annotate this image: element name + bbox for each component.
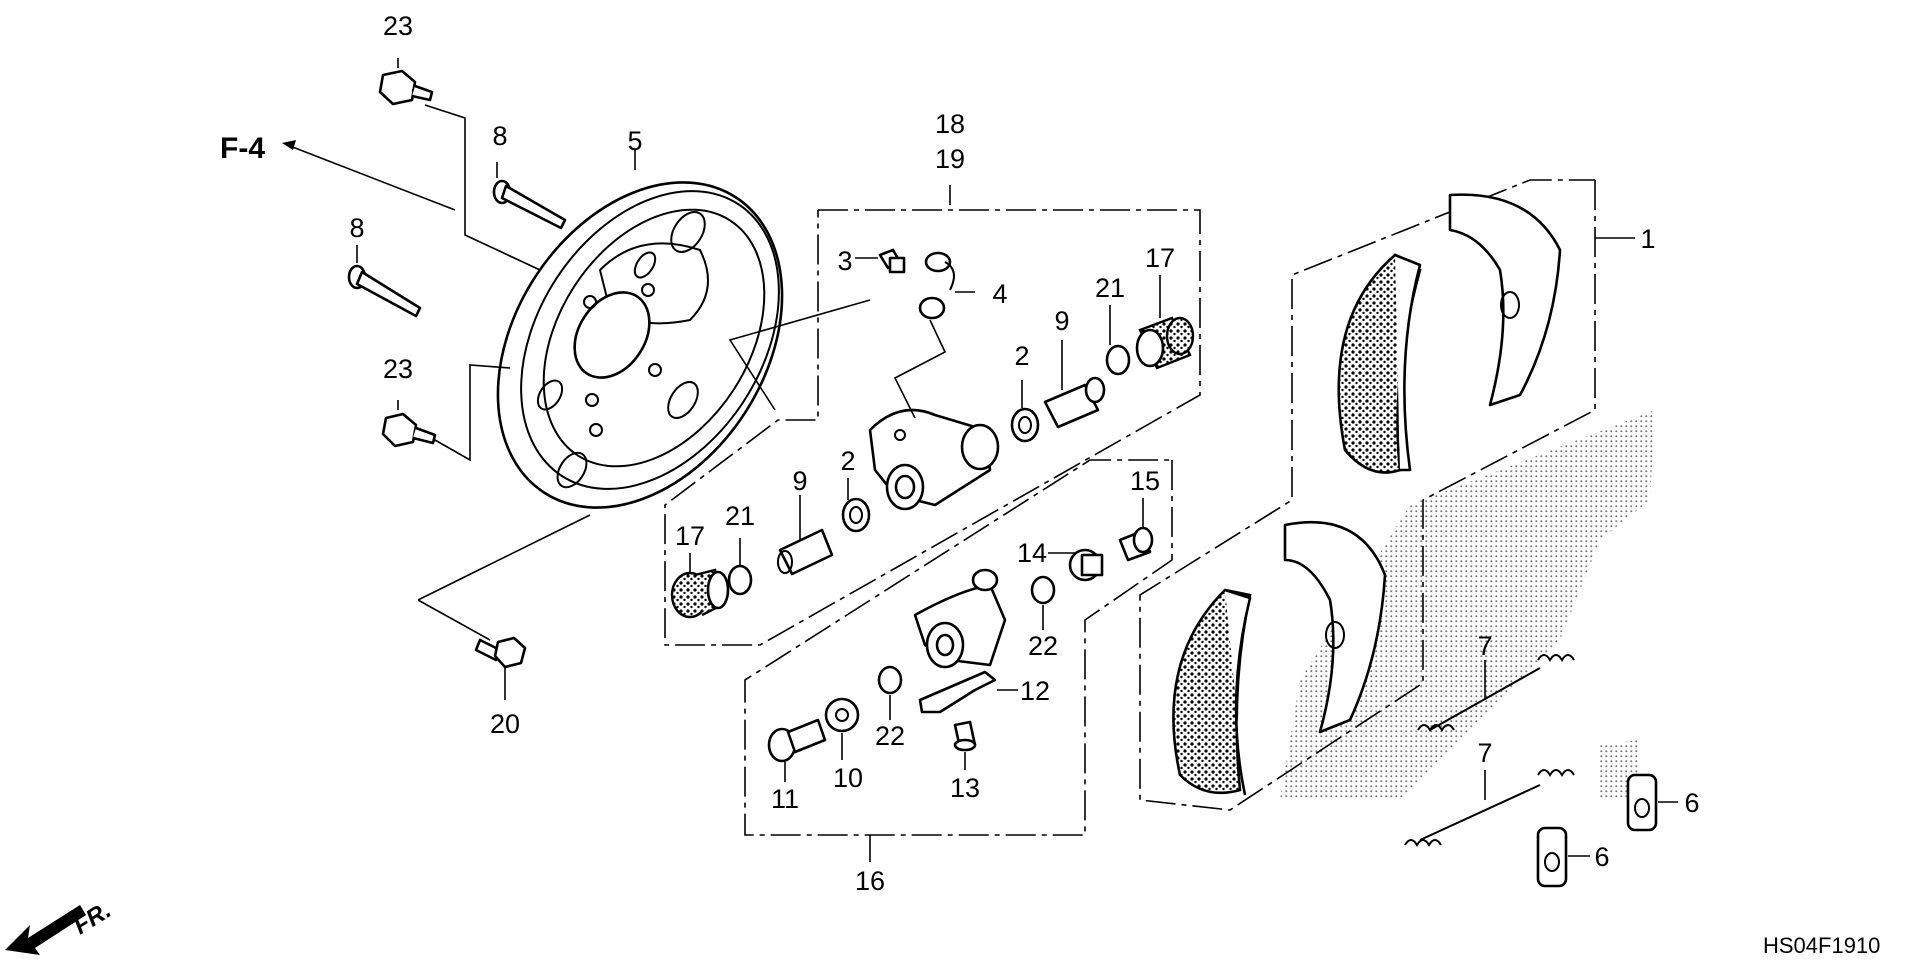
wheel-cylinder-upper: [868, 408, 1000, 511]
callout-13: 13: [950, 773, 980, 803]
callout-6-lower: 6: [1594, 842, 1609, 872]
callout-8-upper: 8: [492, 121, 507, 151]
callout-4: 4: [992, 279, 1007, 309]
callout-11: 11: [771, 784, 799, 814]
bracket-12: [918, 670, 997, 714]
cup-2-lower: [841, 497, 871, 533]
callout-10: 10: [833, 763, 863, 793]
washer-22-left: [877, 665, 903, 695]
brake-shoe-upper-right: [1448, 193, 1562, 407]
callout-6-right: 6: [1684, 788, 1699, 818]
diagram-code: HS04F1910: [1763, 933, 1880, 958]
brake-shoe-lower-right: [1283, 520, 1387, 734]
callout-23-upper: 23: [383, 11, 413, 41]
cup-2-upper: [1010, 407, 1040, 443]
callout-22-left: 22: [875, 721, 905, 751]
circlip-21-lower: [727, 564, 753, 596]
callout-7-upper: 7: [1477, 631, 1492, 661]
leader-lines: [356, 58, 1678, 862]
flange-bolt-23-lower: [381, 412, 437, 448]
nut-13: [953, 720, 977, 752]
brake-panel: [496, 181, 784, 509]
wheel-cylinder-box-upper: [664, 209, 1201, 646]
direction-label-fr: FR.: [69, 897, 116, 940]
callout-12: 12: [1020, 676, 1050, 706]
callout-20: 20: [490, 709, 520, 739]
f4-reference-arrow: [282, 140, 456, 211]
callout-22-right: 22: [1028, 631, 1058, 661]
front-direction-arrow: [5, 905, 86, 955]
anchor-pin-8-upper: [492, 179, 567, 230]
retainer-clip-6-lower: [1536, 826, 1568, 888]
callout-9-lower: 9: [792, 466, 807, 496]
callout-2-upper: 2: [1014, 341, 1029, 371]
boot-17-lower: [670, 568, 730, 619]
callout-8-lower: 8: [349, 213, 364, 243]
callout-21-lower: 21: [725, 501, 755, 531]
callout-7-lower: 7: [1477, 738, 1492, 768]
brake-shoe-box: [1139, 179, 1596, 811]
retainer-clip-6-right: [1626, 773, 1658, 832]
callout-2-lower: 2: [840, 446, 855, 476]
flange-bolt-23-upper: [378, 69, 434, 106]
adjuster-screw-15: [1118, 526, 1154, 562]
adjuster-bolt-14: [1068, 548, 1104, 582]
gear-10: [824, 697, 860, 733]
bleeder-cap-4: [918, 251, 955, 320]
circlip-21-upper: [1105, 344, 1131, 376]
screw-11: [767, 718, 827, 763]
callout-19: 19: [935, 144, 965, 174]
callout-5: 5: [627, 126, 642, 156]
return-spring-7-lower: [1404, 769, 1575, 847]
callout-1: 1: [1640, 224, 1655, 254]
bolt-20: [474, 636, 527, 669]
callout-15: 15: [1130, 466, 1160, 496]
boot-17-upper: [1135, 316, 1195, 370]
piston-9-lower: [777, 528, 834, 576]
wheel-cylinder-box-lower: [744, 459, 1173, 836]
callout-9-upper: 9: [1054, 306, 1069, 336]
ref-label-f4: F-4: [220, 132, 265, 165]
callout-17-upper: 17: [1145, 243, 1175, 273]
brake-shoe-upper-left: [1337, 253, 1422, 474]
callout-3: 3: [837, 246, 852, 276]
callout-14: 14: [1017, 538, 1047, 568]
callout-23-lower: 23: [383, 354, 413, 384]
anchor-pin-8-lower: [347, 264, 422, 318]
callout-18: 18: [935, 109, 965, 139]
callout-16: 16: [855, 866, 885, 896]
wheel-cylinder-lower: [913, 568, 1007, 669]
piston-9-upper: [1043, 376, 1106, 429]
brake-shoe-lower-left: [1172, 588, 1252, 796]
bleeder-screw-3: [878, 248, 906, 274]
callout-17-lower: 17: [675, 521, 705, 551]
washer-22-right: [1030, 575, 1056, 605]
callout-21-upper: 21: [1095, 273, 1125, 303]
